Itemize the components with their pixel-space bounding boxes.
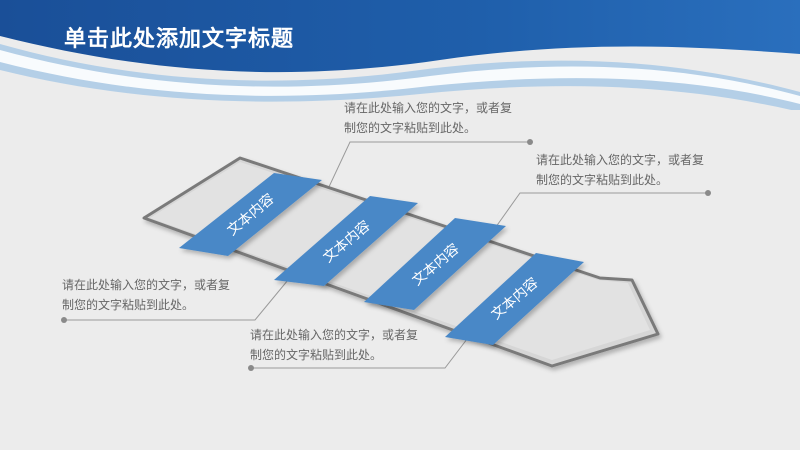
leader-dots (61, 139, 711, 371)
leader-line (64, 279, 289, 321)
header-wave (0, 0, 800, 110)
callout-2[interactable]: 请在此处输入您的文字，或者复 制您的文字粘贴到此处。 (536, 150, 704, 190)
leader-dot (248, 365, 254, 371)
band-2 (274, 196, 418, 286)
callout-2-line2: 制您的文字粘贴到此处。 (536, 173, 669, 187)
leader-dot (705, 190, 711, 196)
callout-2-line1: 请在此处输入您的文字，或者复 (536, 153, 705, 167)
leader-dot (61, 317, 67, 323)
callout-3[interactable]: 请在此处输入您的文字，或者复 制您的文字粘贴到此处。 (62, 275, 230, 315)
header-band (0, 0, 800, 73)
callout-3-line1: 请在此处输入您的文字，或者复 (62, 278, 231, 292)
callout-1[interactable]: 请在此处输入您的文字，或者复 制您的文字粘贴到此处。 (344, 98, 512, 138)
leader-line (487, 192, 708, 239)
callout-4-line2: 制您的文字粘贴到此处。 (250, 348, 383, 362)
callout-1-line1: 请在此处输入您的文字，或者复 (344, 101, 513, 115)
bands (179, 173, 584, 345)
slide-title[interactable]: 单击此处添加文字标题 (64, 27, 295, 52)
callout-3-line2: 制您的文字粘贴到此处。 (62, 298, 195, 312)
callout-4-line1: 请在此处输入您的文字，或者复 (250, 328, 419, 342)
band-3 (364, 218, 506, 310)
band-4 (445, 253, 584, 345)
callout-1-line2: 制您的文字粘贴到此处。 (344, 121, 477, 135)
leader-dot (527, 139, 533, 145)
header-wave-white (0, 50, 800, 104)
band-1 (179, 173, 322, 256)
callout-4[interactable]: 请在此处输入您的文字，或者复 制您的文字粘贴到此处。 (250, 325, 418, 365)
